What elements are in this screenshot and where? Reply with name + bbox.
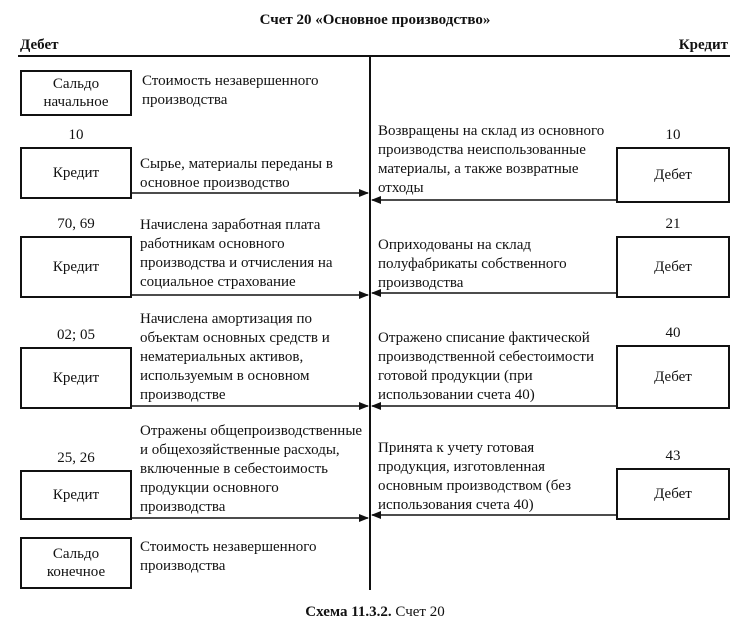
debit-account-number: 25, 26 bbox=[57, 450, 95, 466]
caption-label: Схема 11.3.2. bbox=[305, 604, 392, 620]
credit-target-box: Дебет bbox=[616, 345, 730, 409]
credit-entry-text: Принята к учету готовая продукция, изгот… bbox=[378, 440, 571, 513]
closing-balance-text: Стоимость незавершенного производства bbox=[140, 539, 317, 574]
debit-entry-text: Начислена амортизация по объектам основн… bbox=[140, 311, 330, 403]
credit-account-number: 10 bbox=[665, 127, 681, 143]
diagram-title: Счет 20 «Основное производство» bbox=[259, 12, 491, 28]
credit-target-box: Дебет bbox=[616, 147, 730, 203]
debit-account-number: 70, 69 bbox=[57, 216, 95, 232]
debit-entry-text: Сырье, материалы переданы в основное про… bbox=[140, 156, 333, 191]
debit-entry-text: Начислена заработная плата работникам ос… bbox=[140, 217, 333, 290]
opening-balance-box: Сальдо начальное bbox=[20, 70, 132, 116]
closing-balance-box: Сальдо конечное bbox=[20, 537, 132, 589]
opening-balance-text: Стоимость незавершенного производства bbox=[142, 73, 319, 108]
credit-entry-text: Оприходованы на склад полуфабрикаты собс… bbox=[378, 237, 567, 291]
credit-account-number: 40 bbox=[665, 325, 681, 341]
debit-source-box: Кредит bbox=[20, 147, 132, 199]
credit-target-box: Дебет bbox=[616, 236, 730, 298]
debit-source-box: Кредит bbox=[20, 236, 132, 298]
caption-text: Счет 20 bbox=[395, 604, 445, 620]
debit-account-number: 02; 05 bbox=[57, 327, 95, 343]
debit-source-box: Кредит bbox=[20, 347, 132, 409]
debit-entry-text: Отражены общепроизводственные и общехозя… bbox=[140, 423, 363, 515]
credit-account-number: 43 bbox=[665, 448, 681, 464]
credit-account-number: 21 bbox=[665, 216, 681, 232]
figure-caption: Схема 11.3.2. Счет 20 bbox=[0, 604, 750, 621]
credit-header: Кредит bbox=[678, 37, 728, 53]
debit-account-number: 10 bbox=[68, 127, 84, 143]
credit-entry-text: Возвращены на склад из основного произво… bbox=[378, 123, 605, 196]
credit-entry-text: Отражено списание фактической производст… bbox=[378, 330, 594, 403]
credit-target-box: Дебет bbox=[616, 468, 730, 520]
debit-source-box: Кредит bbox=[20, 470, 132, 520]
debit-header: Дебет bbox=[20, 37, 59, 53]
